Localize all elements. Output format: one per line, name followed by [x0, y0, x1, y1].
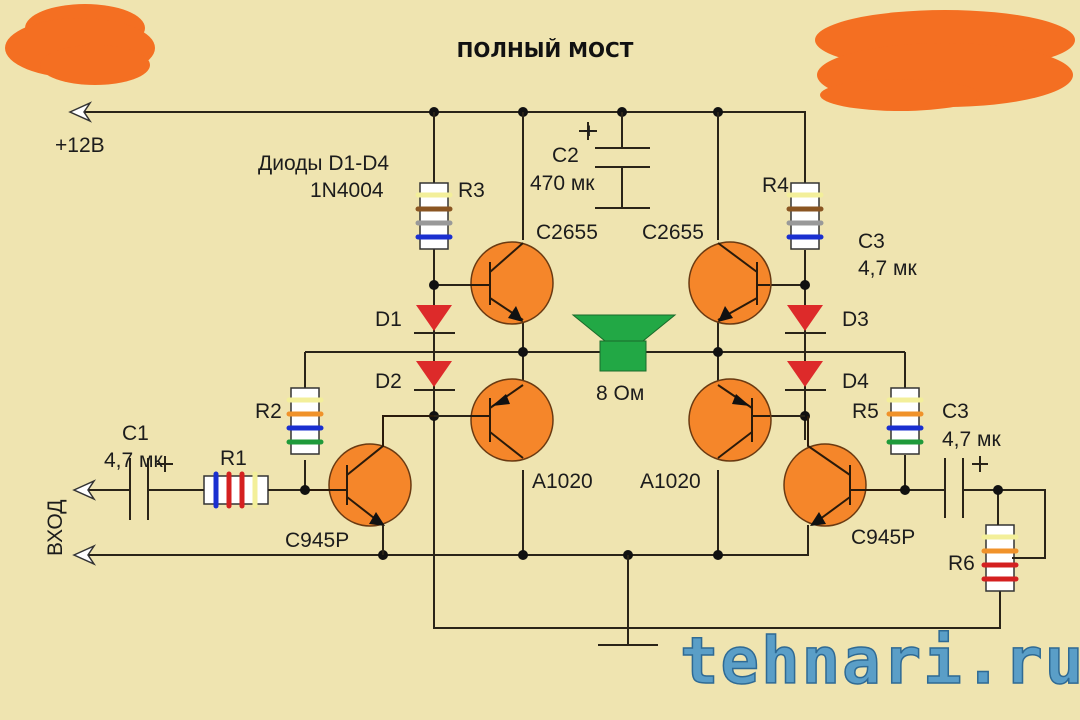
r2-label: R2	[255, 400, 282, 423]
redaction-blob-right	[815, 10, 1075, 111]
capacitor-c2	[579, 112, 650, 209]
transistor-driver-right	[783, 416, 905, 527]
q-bottom-left-label: A1020	[532, 470, 593, 493]
q-driver-right-label: C945P	[851, 526, 915, 549]
watermark: tehnari.ru	[680, 625, 1080, 699]
ground-terminal-icon	[72, 544, 97, 566]
c3-top-label: C3	[858, 230, 885, 253]
speaker-label: 8 Ом	[596, 382, 644, 405]
d1-label: D1	[375, 308, 402, 331]
c2-label: C2	[552, 144, 579, 167]
resistor-r2	[286, 387, 324, 455]
supply-label: +12В	[55, 134, 105, 157]
r6-label: R6	[948, 552, 975, 575]
supply-terminal-icon	[68, 101, 93, 123]
q-top-left-label: C2655	[536, 221, 598, 244]
q-driver-left-label: C945P	[285, 529, 349, 552]
diode-d1	[414, 305, 455, 334]
c2-plus: +	[583, 120, 595, 143]
c1-value: 4,7 мк	[104, 449, 163, 472]
resistor-r5	[886, 387, 924, 455]
diode-d3	[785, 305, 826, 334]
c3-bottom-value: 4,7 мк	[942, 428, 1001, 451]
supply-rail	[68, 101, 806, 183]
resistor-r6	[981, 524, 1019, 592]
c2-value: 470 мк	[530, 172, 595, 195]
redaction-blob-left	[5, 4, 155, 85]
d2-label: D2	[375, 370, 402, 393]
c3-bottom-label: C3	[942, 400, 969, 423]
resistor-r1	[203, 471, 269, 509]
resistor-r4	[786, 182, 824, 250]
q-top-right-label: C2655	[642, 221, 704, 244]
input-terminal-icon	[72, 479, 97, 501]
c3-top-value: 4,7 мк	[858, 257, 917, 280]
diode-d2	[414, 361, 455, 391]
c1-label: C1	[122, 422, 149, 445]
diodes-part-number: 1N4004	[310, 179, 384, 202]
diode-d4	[785, 361, 826, 391]
input-label: ВХОД	[44, 500, 67, 557]
r5-label: R5	[852, 400, 879, 423]
transistor-bottom-left	[470, 378, 554, 462]
transistor-bottom-right	[688, 378, 772, 462]
diodes-note: Диоды D1-D4	[258, 152, 389, 175]
transistor-driver-left	[305, 415, 434, 527]
transistor-top-left	[470, 241, 554, 325]
d4-label: D4	[842, 370, 869, 393]
q-bottom-right-label: A1020	[640, 470, 701, 493]
r4-label: R4	[762, 174, 789, 197]
r1-label: R1	[220, 447, 247, 470]
r3-label: R3	[458, 179, 485, 202]
resistor-r3	[415, 182, 453, 250]
d3-label: D3	[842, 308, 869, 331]
diagram-title: ПОЛНЫЙ МОСТ	[457, 38, 634, 62]
transistor-top-right	[688, 241, 772, 325]
speaker-icon	[571, 314, 677, 372]
